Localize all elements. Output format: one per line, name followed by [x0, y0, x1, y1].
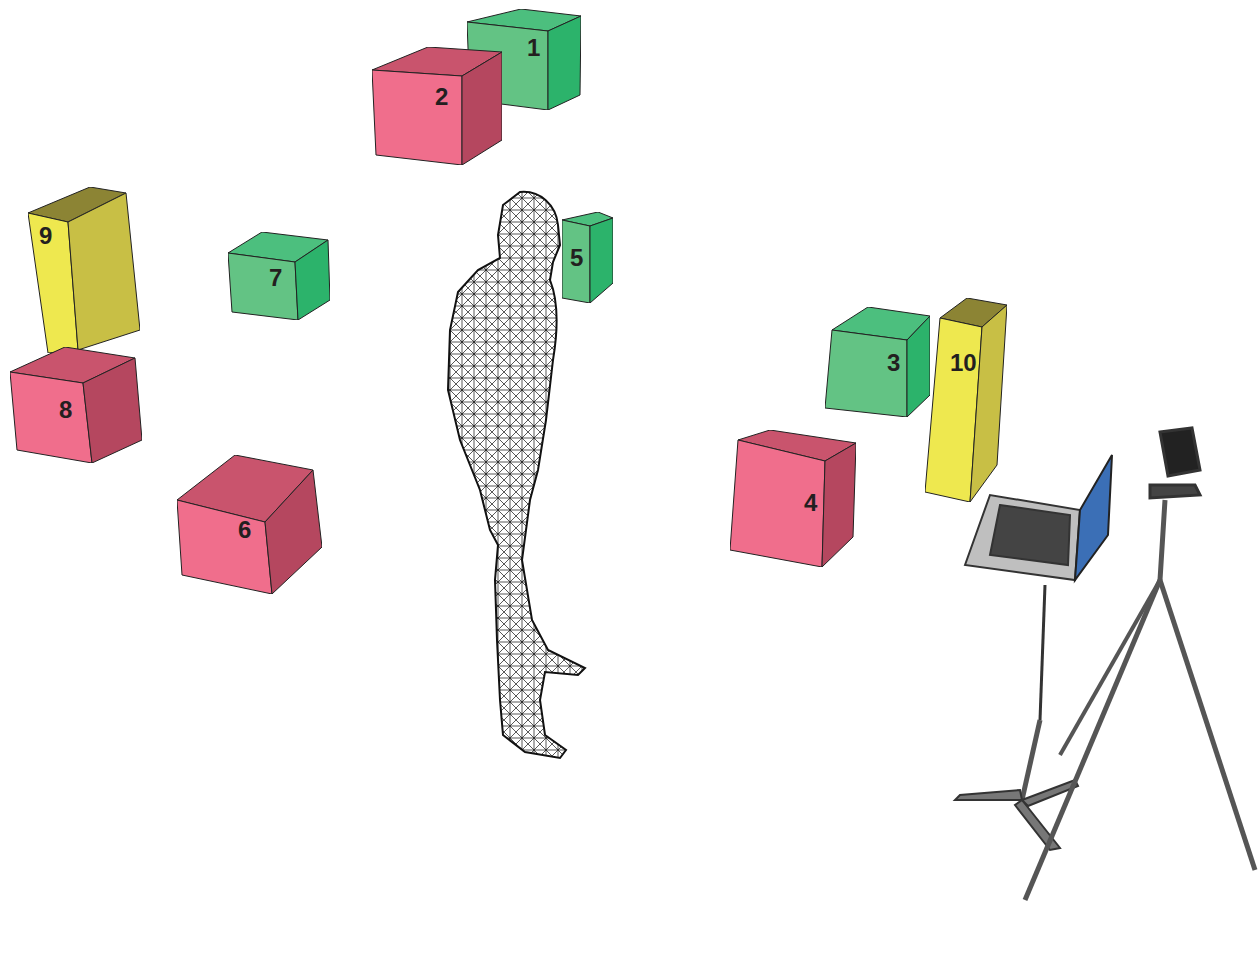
box-face: [907, 316, 930, 417]
numbered-box: 8: [10, 347, 142, 463]
box-faces: [730, 430, 856, 567]
box-number: 3: [887, 351, 900, 375]
box-face: [83, 358, 142, 463]
box-faces: [10, 347, 142, 463]
box-face: [548, 16, 581, 110]
box-number: 4: [804, 491, 817, 515]
box-faces: [925, 298, 1007, 502]
box-face: [372, 70, 462, 165]
laptop-stand: [955, 455, 1112, 850]
box-number: 10: [950, 351, 977, 375]
box-number: 5: [570, 246, 583, 270]
numbered-box: 3: [825, 307, 930, 417]
box-face: [10, 372, 92, 463]
box-face: [228, 253, 298, 320]
box-number: 1: [527, 36, 540, 60]
box-faces: [28, 187, 140, 353]
box-face: [825, 330, 907, 417]
numbered-box: 4: [730, 430, 856, 567]
numbered-box: 6: [177, 455, 322, 594]
box-face: [462, 52, 502, 165]
box-number: 6: [238, 518, 251, 542]
box-number: 2: [435, 85, 448, 109]
numbered-box: 10: [925, 298, 1007, 502]
box-face: [177, 500, 272, 594]
box-number: 8: [59, 398, 72, 422]
box-face: [730, 440, 825, 567]
box-face: [562, 220, 590, 303]
box-faces: [825, 307, 930, 417]
numbered-box: 2: [372, 47, 502, 165]
box-face: [68, 193, 140, 350]
box-face: [265, 470, 322, 594]
box-face: [295, 240, 330, 320]
numbered-box: 9: [28, 187, 140, 353]
box-number: 7: [269, 266, 282, 290]
box-face: [970, 305, 1007, 502]
box-face: [822, 443, 856, 567]
tripod-phone: [1025, 428, 1255, 900]
box-face: [590, 218, 613, 303]
numbered-box: 5: [562, 212, 613, 303]
numbered-box: 7: [228, 232, 330, 320]
box-faces: [562, 212, 613, 303]
box-number: 9: [39, 224, 52, 248]
